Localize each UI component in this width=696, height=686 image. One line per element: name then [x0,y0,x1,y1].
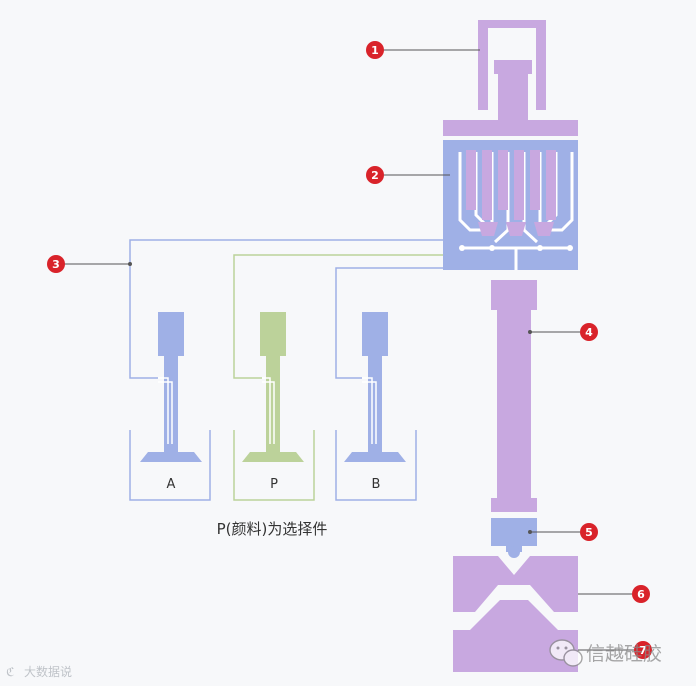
mold-upper [453,556,578,612]
tank-p: P [233,312,315,501]
metering-block [443,140,578,270]
tank-a-label: A [167,477,176,492]
injection-valve [491,518,537,558]
callout-2: 2 [366,166,384,184]
callout-5: 5 [580,523,598,541]
caption: P(颜料)为选择件 [217,520,328,538]
svg-text:7: 7 [639,644,647,657]
svg-text:3: 3 [52,258,60,271]
feed-line-p [233,254,443,379]
mixer-bottom-collar [491,498,537,512]
svg-text:ℭ: ℭ [6,665,14,679]
tank-p-label: P [270,477,278,492]
tank-b: B [335,312,417,501]
callout-4: 4 [580,323,598,341]
mold [453,556,578,672]
watermark-right-text: 信越硅胶 [586,643,662,665]
watermark-left: ℭ 大数据说 [6,664,72,679]
tank-b-label: B [372,477,381,492]
wechat-icon [549,639,583,667]
actuator-cap [494,60,532,74]
callout-1: 1 [366,41,384,59]
watermark-left-text: 大数据说 [24,664,72,679]
callout-3: 3 [47,255,65,273]
feed-line-b [335,267,443,379]
svg-text:5: 5 [585,526,593,539]
svg-text:2: 2 [371,169,379,182]
actuator-plate [443,120,578,136]
svg-text:4: 4 [585,326,593,339]
callout-6: 6 [632,585,650,603]
mixer-body [497,305,531,505]
mold-lower [453,600,578,672]
svg-text:6: 6 [637,588,645,601]
mixer-tube [491,280,537,512]
svg-text:1: 1 [371,44,379,57]
callout-7: 7 [634,641,652,659]
tank-a: A [129,312,211,501]
actuator-frame [478,20,546,110]
actuator-assembly [443,20,578,136]
watermark-right: 信越硅胶 [549,639,662,667]
feed-line-a [129,239,443,379]
